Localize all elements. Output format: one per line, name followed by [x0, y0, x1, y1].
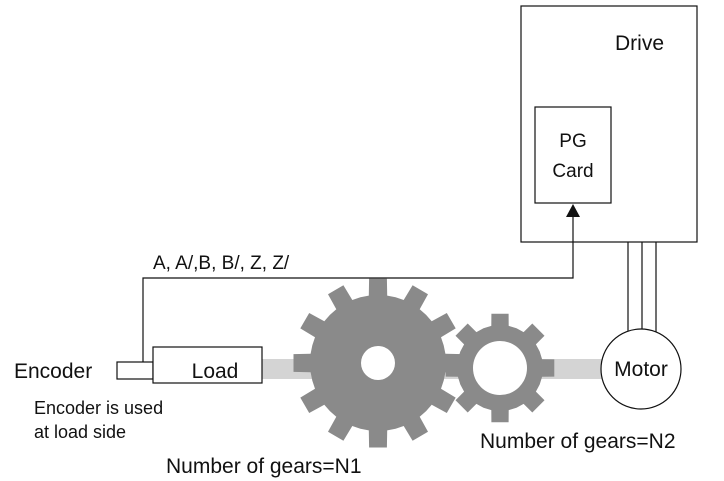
gear1-label: Number of gears=N1: [166, 455, 362, 478]
small-gear-n2: [445, 313, 555, 423]
encoder-label: Encoder: [14, 360, 92, 383]
motor-cable: [627, 242, 657, 336]
load-box: [152, 346, 263, 384]
signal-label: A, A/,B, B/, Z, Z/: [153, 253, 290, 274]
load-label: Load: [192, 360, 239, 383]
motor-circle: [600, 328, 682, 410]
large-gear-hub-hole: [361, 346, 395, 380]
pg-card-box: [534, 106, 612, 204]
drive-label: Drive: [615, 32, 664, 55]
encoder-signal-line: [142, 210, 574, 363]
gear2-label: Number of gears=N2: [480, 430, 676, 453]
large-gear-n1: [293, 278, 463, 448]
small-gear-hub-hole: [473, 341, 527, 395]
encoder-note-line1: Encoder is used: [34, 398, 163, 418]
encoder-note-line2: at load side: [34, 422, 126, 442]
motor-label: Motor: [614, 358, 668, 381]
signal-arrowhead: [566, 204, 580, 217]
pg-card-label-line1: PG: [559, 131, 586, 152]
encoder-box: [116, 361, 154, 380]
pg-card-label-line2: Card: [552, 161, 593, 182]
motor-shaft: [540, 359, 606, 379]
